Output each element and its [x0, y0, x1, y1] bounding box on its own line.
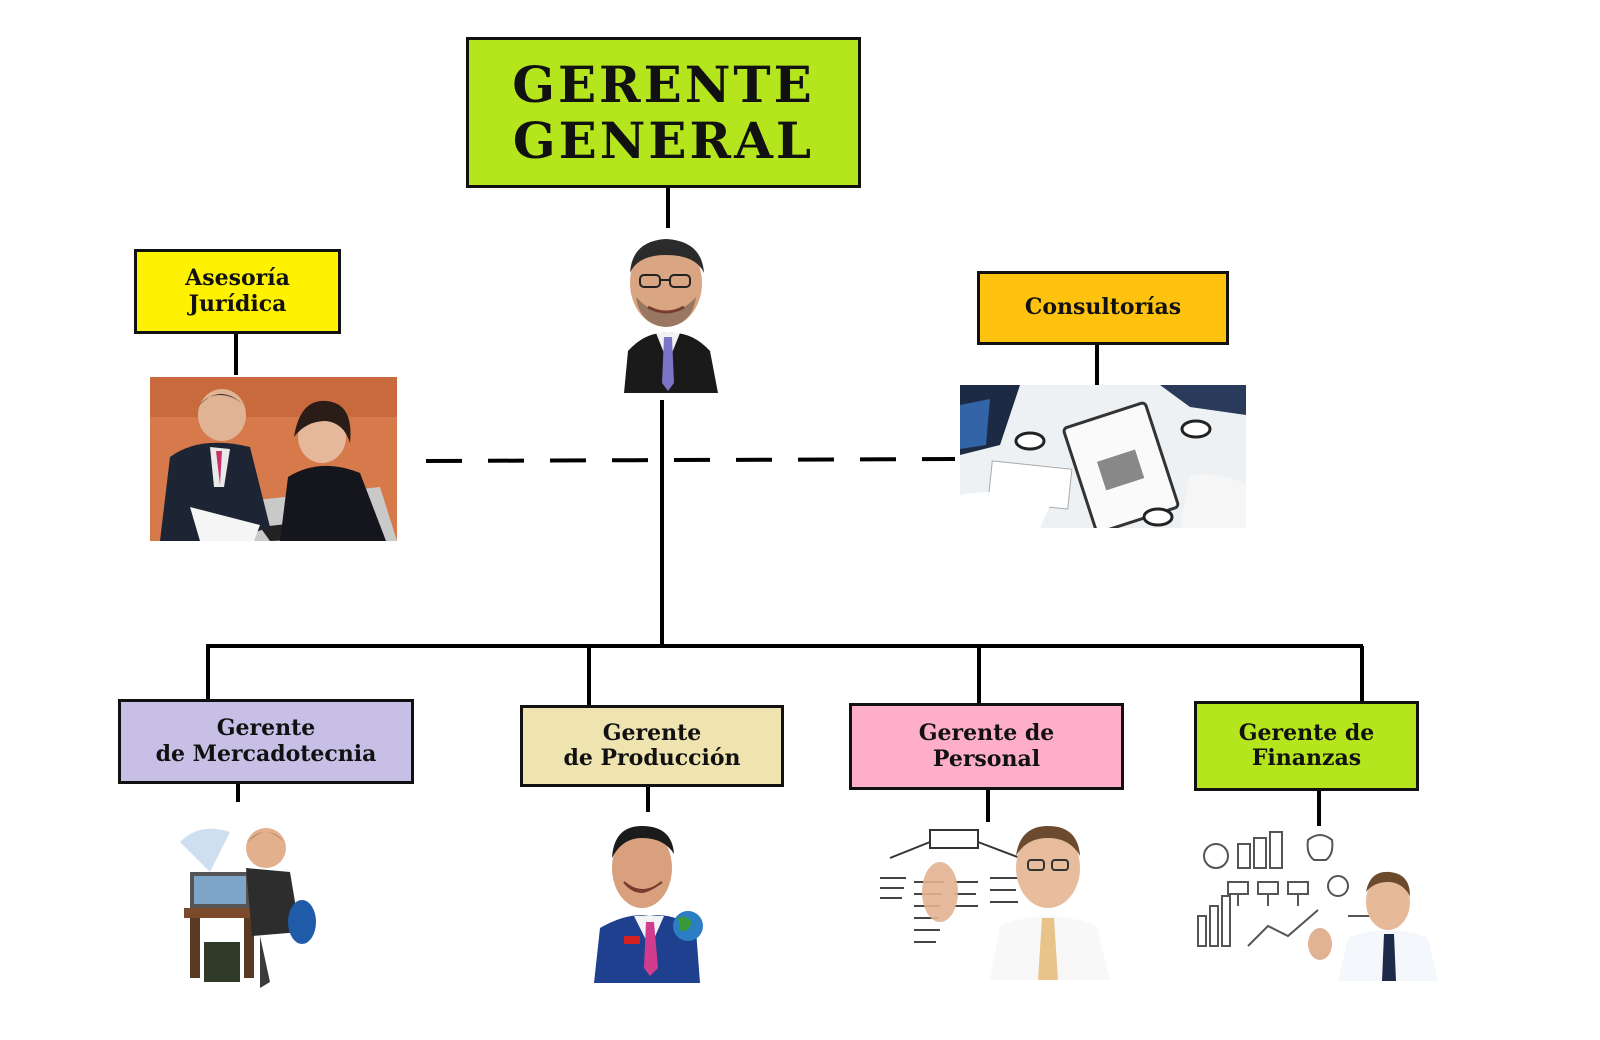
personnel-manager-photo [880, 822, 1130, 980]
legal-advisory-label: Asesoría Jurídica [185, 265, 290, 317]
personnel-manager-box: Gerente de Personal [849, 703, 1124, 790]
production-manager-box: Gerente de Producción [520, 705, 784, 787]
production-manager-caricature [588, 818, 712, 983]
legal-advisory-photo [150, 377, 397, 541]
finance-manager-label: Gerente de Finanzas [1238, 719, 1375, 771]
marketing-manager-caricature [170, 812, 325, 998]
marketing-manager-label: Gerente de Mercadotecnia [155, 715, 377, 767]
general-manager-box: GERENTE GENERAL [466, 37, 861, 188]
production-manager-label: Gerente de Producción [563, 719, 741, 771]
consulting-photo [960, 385, 1246, 528]
general-manager-caricature [606, 233, 730, 393]
marketing-manager-box: Gerente de Mercadotecnia [118, 699, 414, 784]
general-manager-label: GERENTE GENERAL [512, 54, 815, 170]
consulting-label: Consultorías [1024, 294, 1182, 321]
consulting-box: Consultorías [977, 271, 1229, 345]
personnel-manager-label: Gerente de Personal [918, 720, 1055, 772]
legal-advisory-box: Asesoría Jurídica [134, 249, 341, 334]
finance-manager-box: Gerente de Finanzas [1194, 701, 1419, 791]
line-staff-dashed [425, 457, 956, 463]
finance-manager-photo [1188, 826, 1446, 981]
